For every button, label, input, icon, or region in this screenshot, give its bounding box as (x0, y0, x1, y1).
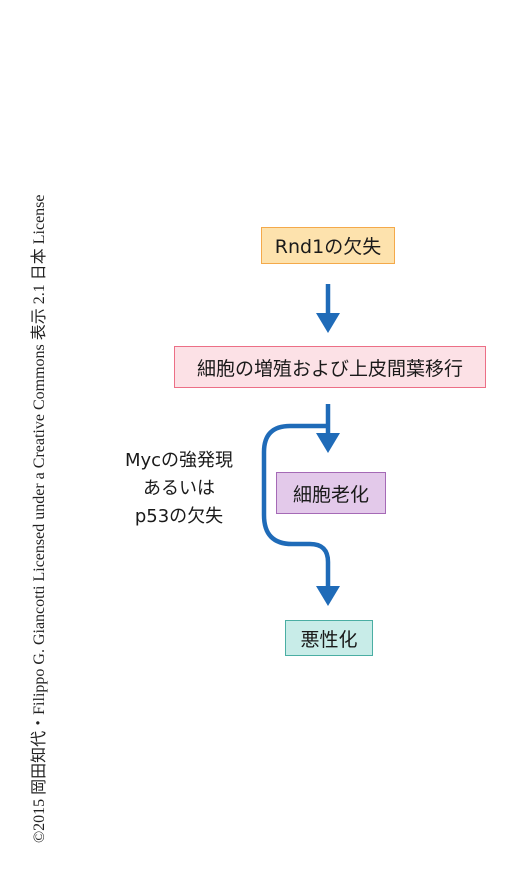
condition-line-2: あるいは (143, 478, 215, 499)
node-proliferation-emt: 細胞の増殖および上皮間葉移行 (174, 346, 486, 388)
node-senescence: 細胞老化 (276, 472, 386, 514)
condition-line-3: p53の欠失 (134, 506, 224, 527)
arrow-rnd1-to-proliferation (316, 284, 340, 333)
condition-label: Mycの強発現 あるいは p53の欠失 (108, 447, 250, 531)
arrow-bypass-to-malignancy (261, 423, 340, 606)
arrow-proliferation-to-senescence (316, 404, 340, 453)
condition-line-1: Mycの強発現 (124, 450, 234, 471)
node-rnd1-loss: Rnd1の欠失 (261, 227, 395, 264)
node-malignancy: 悪性化 (285, 620, 373, 656)
